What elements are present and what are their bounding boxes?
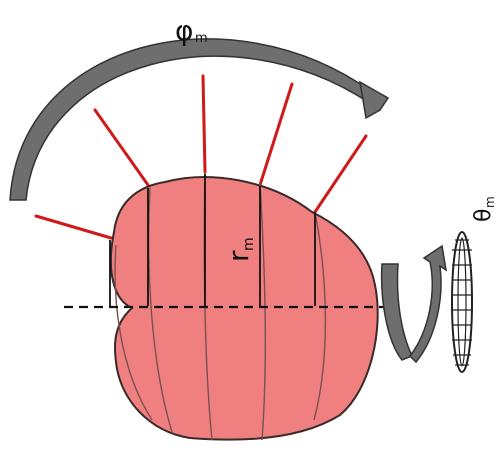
- ray-3: [201, 74, 207, 174]
- svg-text:r: r: [222, 250, 255, 262]
- svg-text:m: m: [241, 237, 257, 251]
- phi-label: φ m: [175, 14, 208, 47]
- svg-text:m: m: [195, 31, 208, 46]
- ray-2: [93, 108, 150, 187]
- phi-arrow-icon: [9, 38, 390, 201]
- ray-4: [258, 82, 294, 187]
- r-label: r m: [222, 237, 257, 262]
- radius-lines: [109, 174, 316, 306]
- ray-1: [34, 214, 113, 240]
- theta-label: θ m: [471, 196, 497, 222]
- radial-rays: [34, 74, 368, 240]
- svg-text:φ: φ: [175, 14, 193, 47]
- svg-text:θ: θ: [471, 209, 496, 222]
- theta-rotation-arrow-icon: [380, 244, 448, 364]
- ray-5: [313, 134, 368, 214]
- theta-ring-icon: [451, 231, 473, 373]
- svg-text:m: m: [483, 196, 497, 208]
- heart-body: [109, 176, 379, 441]
